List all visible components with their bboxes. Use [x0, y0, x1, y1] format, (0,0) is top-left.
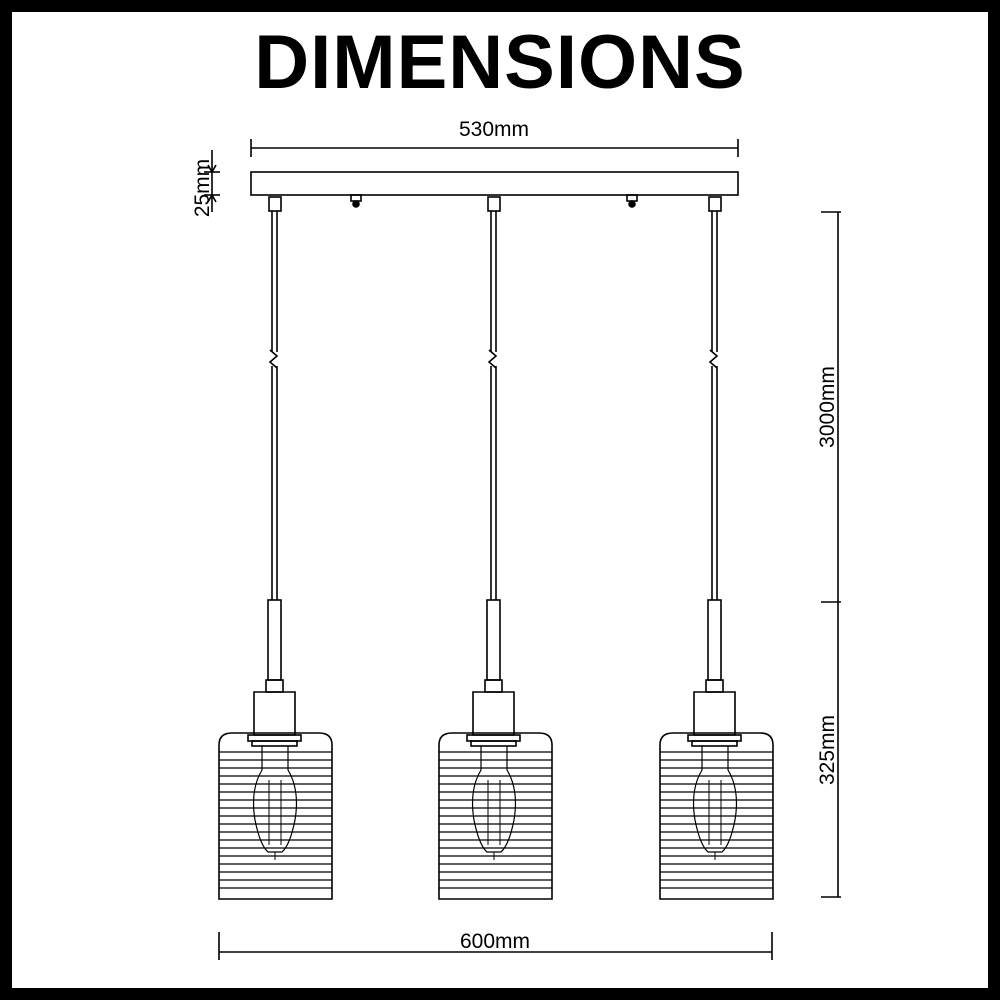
- canopy-bar: [250, 171, 739, 196]
- canopy-length-label: 530mm: [459, 118, 529, 141]
- cable-length-label: 3000mm: [816, 366, 839, 448]
- canopy-height-dimension: [204, 150, 220, 212]
- pendant-middle: [438, 196, 553, 900]
- shade-height-label: 325mm: [816, 715, 839, 785]
- shade-height-dimension: [821, 602, 841, 898]
- pendant-right: [659, 196, 774, 900]
- pendant-left: [218, 196, 333, 900]
- page-title: DIMENSIONS: [254, 20, 746, 105]
- overall-width-dimension: [218, 932, 773, 960]
- overall-width-label: 600mm: [460, 930, 530, 953]
- canopy-length-dimension: [250, 139, 739, 157]
- canopy-screws: [350, 194, 638, 208]
- canopy-height-label: 25mm: [191, 159, 214, 217]
